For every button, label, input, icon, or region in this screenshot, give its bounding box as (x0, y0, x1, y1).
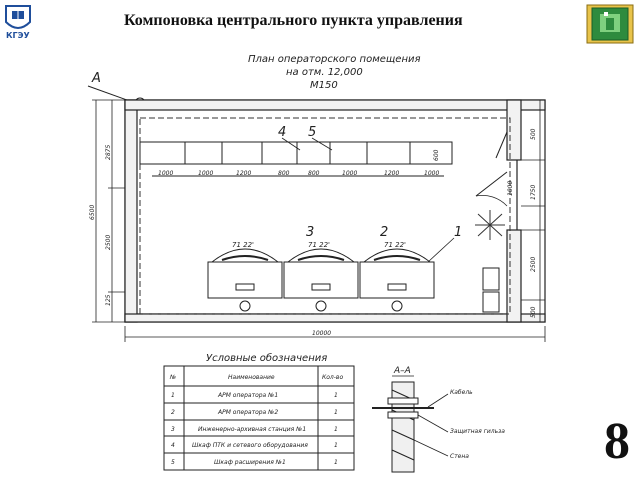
right-dim-4: 2500 (530, 257, 537, 272)
cab-width-8: 1000 (424, 170, 439, 177)
page-number: 8 (604, 413, 630, 470)
kgeu-logo (5, 5, 31, 29)
plant-symbol (475, 210, 505, 240)
room-walls (124, 99, 546, 323)
cab-width-7: 1200 (384, 170, 399, 177)
plan-caption-2: на отм. 12,000 (286, 67, 363, 78)
legend-row-4-num: 4 (171, 442, 175, 449)
section-title: А–А (393, 366, 411, 376)
callout-3: 3 (306, 225, 314, 240)
bottom-dim: 10000 (312, 330, 331, 337)
legend-row-3-qty: 1 (334, 426, 338, 433)
legend-col-num: № (169, 374, 176, 381)
workstations (207, 248, 500, 313)
legend-row-5-num: 5 (171, 459, 175, 466)
legend-row-5-name: Шкаф расширения №1 (214, 459, 286, 466)
legend-row-3-num: 3 (171, 426, 175, 433)
legend-row-2-qty: 1 (334, 409, 338, 416)
emblem-logo (586, 4, 634, 44)
legend-col-qty: Кол-во (322, 374, 343, 381)
section-label-sleeve: Защитная гильза (450, 428, 505, 435)
right-dim-1: 500 (530, 128, 537, 140)
callout-1: 1 (454, 225, 462, 240)
cab-width-1: 1000 (158, 170, 173, 177)
cab-width-6: 1000 (342, 170, 357, 177)
legend-row-1-num: 1 (171, 392, 175, 399)
callout-2: 2 (380, 225, 388, 240)
legend-row-2-name: АРМ оператора №2 (217, 409, 278, 416)
left-dim-3: 2500 (105, 235, 112, 250)
right-dim-5: 500 (530, 306, 537, 318)
plan-caption-1: План операторского помещения (248, 54, 421, 65)
cab-width-5: 800 (308, 170, 320, 177)
legend-row-1-qty: 1 (334, 392, 338, 399)
logo-text: КГЭУ (6, 31, 30, 40)
right-dim-3: 1750 (530, 185, 537, 200)
legend-row-4-name: Шкаф ПТК и сетевого оборудования (192, 442, 308, 449)
cabinet-row (139, 141, 453, 177)
legend-row-4-qty: 1 (334, 442, 338, 449)
callout-4: 4 (278, 125, 286, 140)
left-dim-4: 125 (105, 294, 112, 306)
legend-title: Условные обозначения (206, 352, 327, 364)
angle-3: 71 22' (384, 241, 406, 249)
legend-row-5-qty: 1 (334, 459, 338, 466)
legend-col-name: Наименование (228, 374, 275, 381)
section-label-cable: Кабель (450, 389, 473, 396)
left-dim-2: 6500 (89, 205, 96, 220)
right-dim-2: 1000 (507, 181, 514, 196)
cab-width-2: 1000 (198, 170, 213, 177)
section-label-wall: Стена (450, 453, 469, 460)
cab-width-3: 1200 (236, 170, 251, 177)
page-title: Компоновка центрального пункта управлени… (124, 12, 463, 29)
angle-1: 71 22' (232, 241, 254, 249)
legend-row-1-name: АРМ оператора №1 (217, 392, 278, 399)
legend-row-2-num: 2 (171, 409, 175, 416)
cab-width-4: 800 (278, 170, 290, 177)
plan-caption-3: М150 (310, 80, 338, 91)
legend-table (163, 365, 355, 471)
legend-row-3-name: Инженерно-архивная станция №1 (198, 426, 306, 433)
callout-5: 5 (308, 125, 316, 140)
angle-2: 71 22' (308, 241, 330, 249)
section-detail (372, 381, 449, 473)
section-mark: А (91, 71, 101, 86)
left-dim-1: 2875 (105, 145, 112, 160)
depth-dim: 600 (433, 149, 440, 161)
